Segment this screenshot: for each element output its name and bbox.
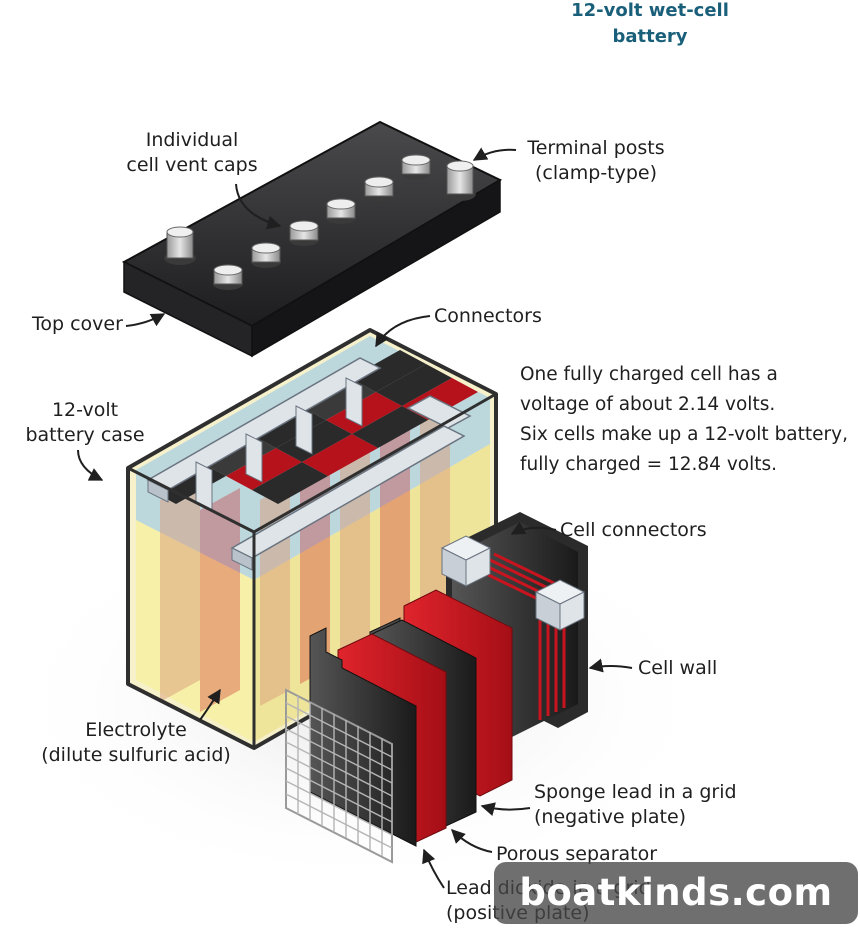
leader-arrows [77, 147, 633, 889]
label-negative-plate-line-1: Sponge lead in a grid [534, 781, 737, 803]
label-separator: Porous separator [496, 843, 658, 865]
label-vent-caps-line-1: Individual [145, 129, 239, 151]
label-battery-case-line-1: 12-volt [51, 399, 119, 421]
arrow-terminal-posts [472, 147, 517, 161]
label-battery-case-line-2: battery case [25, 423, 145, 446]
label-cell-connectors: Cell connectors [560, 519, 707, 541]
label-connectors: Connectors [434, 305, 542, 327]
vent-cap [401, 154, 431, 180]
arrow-separator [451, 829, 493, 853]
diagram-title: 12-volt wet-cell battery [560, 0, 740, 50]
arrow-negative-plate [480, 802, 531, 816]
label-top-cover: Top cover [32, 313, 123, 335]
label-electrolyte-line-1: Electrolyte [85, 719, 187, 741]
vent-cap [213, 264, 243, 290]
connector-bars [146, 357, 472, 571]
vent-cap [364, 176, 394, 202]
cell-connector-left [440, 535, 492, 587]
arrow-vent-caps [235, 183, 282, 230]
label-terminal-posts-line-2: (clamp-type) [534, 161, 658, 184]
lead-grid [285, 688, 393, 864]
voltage-note-line-4: fully charged = 12.84 volts. [520, 454, 778, 476]
arrow-top-cover [125, 313, 166, 327]
label-terminal-posts-line-1: Terminal posts [527, 137, 665, 159]
vent-cap [326, 198, 356, 224]
arrow-cell-wall [588, 658, 633, 673]
label-terminal-posts: Terminal posts (clamp-type) [518, 136, 674, 185]
arrow-connectors [375, 315, 431, 348]
vent-cap [289, 220, 319, 246]
arrow-positive-plate [422, 848, 445, 889]
label-vent-caps-line-2: cell vent caps [126, 153, 258, 176]
arrow-battery-case [77, 449, 104, 481]
label-negative-plate: Sponge lead in a grid (negative plate) [534, 780, 737, 829]
label-battery-case: 12-volt battery case [20, 398, 150, 447]
voltage-note: One fully charged cell has a voltage of … [520, 360, 848, 481]
vent-cap [251, 242, 281, 268]
voltage-note-line-3: Six cells make up a 12-volt battery, [520, 424, 848, 446]
title-line-2: battery [612, 26, 688, 48]
arrow-electrolyte [199, 688, 221, 721]
watermark: boatkinds.com [494, 862, 858, 924]
label-electrolyte-line-2: (dilute sulfuric acid) [41, 743, 231, 766]
vent-caps [213, 154, 431, 290]
label-vent-caps: Individual cell vent caps [124, 128, 260, 177]
voltage-note-line-1: One fully charged cell has a [520, 364, 778, 385]
title-line-1: 12-volt wet-cell [571, 0, 729, 21]
terminal-post-right [444, 160, 476, 201]
terminal-post-left [164, 226, 196, 265]
label-cell-wall: Cell wall [638, 657, 718, 679]
cell-connector-right [534, 579, 586, 631]
arrow-cell-connectors [510, 521, 557, 535]
voltage-note-line-2: voltage of about 2.14 volts. [520, 394, 776, 416]
label-negative-plate-line-2: (negative plate) [534, 805, 687, 828]
label-electrolyte: Electrolyte (dilute sulfuric acid) [36, 718, 236, 767]
